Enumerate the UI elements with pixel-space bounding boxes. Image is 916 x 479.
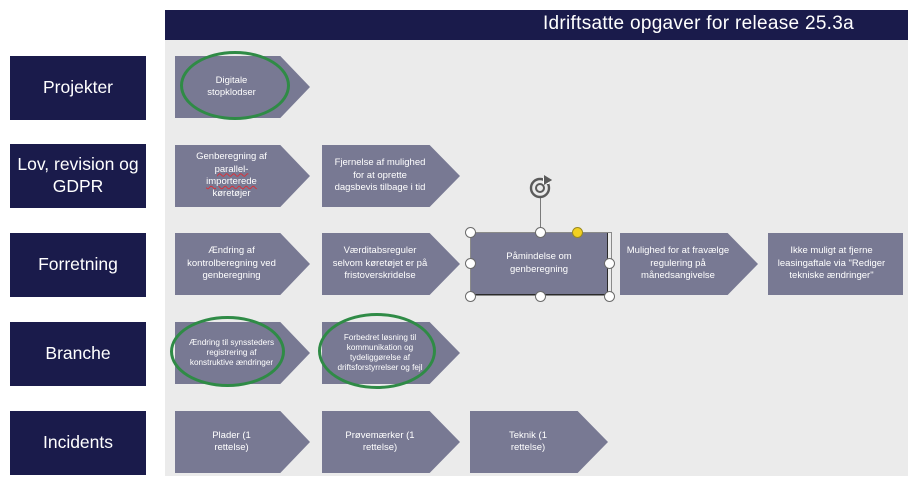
task-leasingaftale[interactable]: Ikke muligt at fjerne leasingaftale via …	[768, 233, 903, 295]
row-label-projekter: Projekter	[10, 56, 146, 120]
task-fjernelse-dagsbevis[interactable]: Fjernelse af mulighed for at oprette dag…	[322, 145, 460, 207]
task-label: Ikke muligt at fjerne leasingaftale via …	[777, 245, 886, 282]
row-label-forretning: Forretning	[10, 233, 146, 297]
task-label: Teknik (1 rettelse)	[508, 429, 547, 453]
task-label: Værditabsreguler selvom køretøjet er på …	[332, 245, 428, 282]
adjust-handle[interactable]	[572, 227, 583, 238]
task-synssteders-registrering[interactable]: Ændring til synssteders registrering af …	[175, 322, 310, 384]
title-bar: Idriftsatte opgaver for release 25.3a	[165, 10, 908, 40]
task-label: Ændring af kontrolberegning ved genbereg…	[187, 245, 276, 282]
task-label-line-misspelled: parallel-importerede	[206, 163, 257, 187]
task-fravaelge-regulering[interactable]: Mulighed for at fravælge regulering på m…	[620, 233, 758, 295]
task-label: Plader (1 rettelse)	[212, 429, 251, 453]
task-paamindelse-genberegning-selected[interactable]: Påmindelse om genberegning	[470, 232, 608, 295]
rotation-stem	[540, 198, 541, 232]
resize-handle-bottom-right[interactable]	[604, 291, 615, 302]
task-label: Genberegning af parallel-importerede kør…	[196, 151, 267, 200]
task-label: Ændring til synssteders registrering af …	[188, 337, 275, 368]
task-kommunikation-driftsforstyrrelser[interactable]: Forbedret løsning til kommunikation og t…	[322, 322, 460, 384]
row-label-lov-revision-gdpr: Lov, revision og GDPR	[10, 144, 146, 208]
resize-handle-right[interactable]	[604, 258, 615, 269]
rotate-handle-icon[interactable]	[523, 172, 557, 202]
resize-handle-top[interactable]	[535, 227, 546, 238]
task-label: Prøvemærker (1 rettelse)	[345, 429, 415, 453]
task-label-line: Genberegning af	[196, 151, 267, 163]
task-label: Mulighed for at fravælge regulering på m…	[626, 245, 730, 282]
resize-handle-top-left[interactable]	[465, 227, 476, 238]
task-label: Forbedret løsning til kommunikation og t…	[337, 332, 423, 373]
task-aendring-kontrolberegning[interactable]: Ændring af kontrolberegning ved genbereg…	[175, 233, 310, 295]
resize-handle-bottom-left[interactable]	[465, 291, 476, 302]
resize-handle-bottom[interactable]	[535, 291, 546, 302]
task-vaerditabsreguler[interactable]: Værditabsreguler selvom køretøjet er på …	[322, 233, 460, 295]
task-plader[interactable]: Plader (1 rettelse)	[175, 411, 310, 473]
task-label: Digitale stopklodser	[207, 74, 256, 98]
task-label: Påmindelse om genberegning	[506, 251, 572, 275]
task-label-line: køretøjer	[212, 188, 251, 200]
row-label-branche: Branche	[10, 322, 146, 386]
task-genberegning-parallelimport[interactable]: Genberegning af parallel-importerede kør…	[175, 145, 310, 207]
page-title: Idriftsatte opgaver for release 25.3a	[542, 13, 854, 34]
task-proevemaerker[interactable]: Prøvemærker (1 rettelse)	[322, 411, 460, 473]
row-label-incidents: Incidents	[10, 411, 146, 475]
resize-handle-left[interactable]	[465, 258, 476, 269]
task-teknik[interactable]: Teknik (1 rettelse)	[470, 411, 608, 473]
task-label: Fjernelse af mulighed for at oprette dag…	[334, 157, 426, 194]
